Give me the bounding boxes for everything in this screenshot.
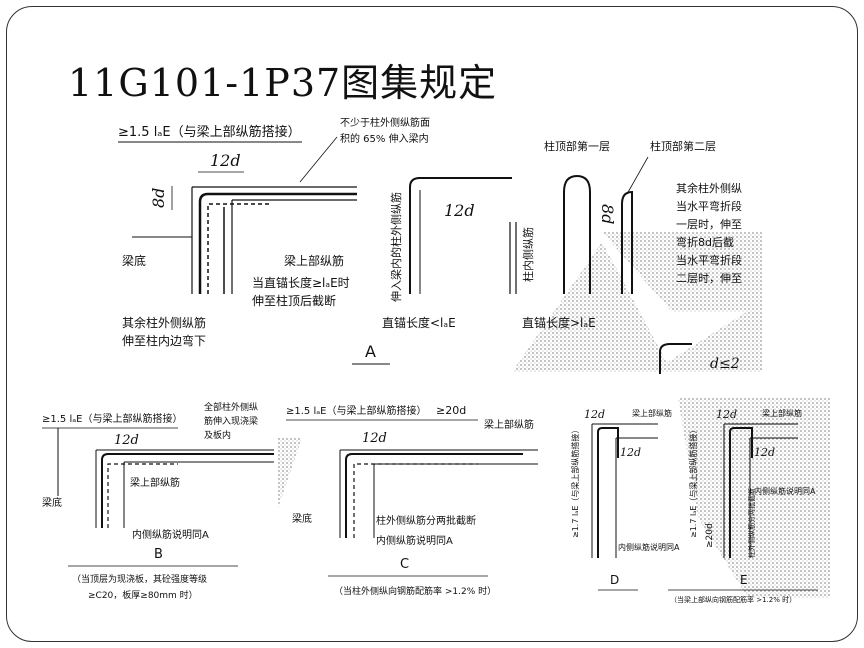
a-rebar-hook [198, 192, 357, 294]
a-col-top-first: 柱顶部第一层 [544, 139, 610, 153]
b-rebar-dash [107, 463, 178, 528]
c-top-label-2: ≥20d [436, 404, 466, 417]
a-mid-12d: 12d [444, 201, 475, 220]
a-right-note-4: 当水平弯折段 [676, 253, 742, 267]
a-straight-gt: 直锚长度>lₐE [522, 315, 596, 330]
a-d-label: d≤2 [710, 356, 740, 372]
a-col-top-second: 柱顶部第二层 [650, 139, 716, 153]
c-beam-bottom: 梁底 [292, 512, 312, 525]
d-beam-top: 梁上部纵筋 [632, 408, 672, 418]
a-note-leader [299, 136, 338, 183]
b-dim-12d: 12d [114, 433, 139, 448]
e-rebar [729, 427, 753, 558]
d-side-label: ≥1.7 lₐE（与梁上部纵筋搭接） [570, 426, 580, 538]
d-dim-12d-inner: 12d [620, 446, 641, 459]
a-right-note-0: 其余柱外侧纵 [676, 181, 742, 195]
halftone-shade [602, 232, 762, 312]
a-straight-1: 当直锚长度≥lₐE时 [252, 275, 350, 290]
halftone-shade [652, 302, 762, 372]
d-rebar [597, 427, 619, 558]
slide-title: 11G101-1P37图集规定 [68, 61, 498, 105]
c-outer: 柱外侧纵筋分两批截断 [376, 514, 476, 527]
a-right-note-1: 当水平弯折段 [676, 199, 742, 213]
d-inner: 内侧纵筋说明同A [618, 542, 680, 552]
a-mid-vert-2: 柱内侧纵筋 [521, 227, 535, 282]
a-right-note-3: 弯折8d后截 [676, 235, 734, 249]
a-straight-lt: 直锚长度<lₐE [382, 315, 456, 330]
halftone-shade [512, 242, 672, 372]
a-col-top-loop-2 [621, 190, 633, 294]
a-note-1: 不少于柱外侧纵筋面 [340, 116, 430, 129]
diagram-c: ≥1.5 lₐE（与梁上部纵筋搭接） ≥20d 12d 梁上部纵筋 梁底 柱外侧… [278, 398, 538, 606]
diagram-de: 12d 梁上部纵筋 12d ≥1.7 lₐE（与梁上部纵筋搭接） 内侧纵筋说明同… [548, 398, 830, 606]
a-mid-bar-3 [509, 222, 517, 294]
a-mid-bar-1 [409, 177, 512, 294]
halftone-shade [678, 398, 830, 598]
b-column-beam [57, 428, 274, 528]
b-beam-top: 梁上部纵筋 [130, 476, 180, 489]
b-foot-2: ≥C20，板厚≥80mm 时） [88, 589, 198, 601]
b-caption: B [154, 547, 163, 562]
d-dim-12d-top: 12d [584, 408, 605, 421]
a-right-note-5: 二层时，伸至 [676, 272, 742, 285]
e-inner: 内侧纵筋说明同A [754, 486, 816, 496]
b-inner: 内侧纵筋说明同A [132, 528, 209, 541]
a-straight-2: 伸至柱顶后截断 [252, 293, 336, 308]
c-column-beam [339, 449, 538, 538]
e-column-beam [723, 423, 798, 558]
e-dim-12d-top: 12d [716, 408, 737, 421]
b-top-label: ≥1.5 lₐE（与梁上部纵筋搭接） [42, 412, 182, 425]
c-rebar-dash [353, 463, 478, 538]
c-caption: C [400, 557, 409, 572]
c-beam-top: 梁上部纵筋 [484, 418, 534, 431]
e-dim-20d: ≥20d [705, 523, 715, 548]
a-dim-12d: 12d [210, 151, 241, 170]
a-rebar-dash [207, 203, 272, 294]
a-other-2: 伸至柱内边弯下 [122, 333, 206, 348]
b-foot-1: （当顶层为现浇板，其砼强度等级 [72, 573, 207, 585]
diagram-a: ≥1.5 lₐE（与梁上部纵筋搭接） 不少于柱外侧纵筋面 积的 65% 伸入梁内… [112, 112, 762, 374]
diagram-b: ≥1.5 lₐE（与梁上部纵筋搭接） 全部柱外侧纵 筋伸入现浇梁 及板内 12d… [38, 398, 274, 606]
a-right-corner [659, 343, 692, 374]
e-outer: 柱外侧纵筋分两批截断 [747, 488, 756, 558]
a-col-top-loop [563, 174, 591, 294]
a-note-2: 积的 65% 伸入梁内 [340, 132, 429, 145]
b-note-3: 及板内 [204, 429, 231, 441]
a-top-label: ≥1.5 lₐE（与梁上部纵筋搭接） [118, 124, 301, 140]
a-dim-8d: 8d [149, 188, 168, 208]
a-beam-bottom-label: 梁底 [122, 253, 146, 268]
c-foot: （当柱外侧纵向钢筋配筋率 >1.2% 时） [334, 585, 496, 597]
e-caption: E [740, 573, 748, 587]
d-caption: D [610, 573, 619, 587]
d-column-beam [591, 423, 658, 558]
a-right-leader [626, 156, 649, 195]
b-note-1: 全部柱外侧纵 [204, 401, 258, 413]
e-beam-top: 梁上部纵筋 [762, 408, 802, 418]
e-dim-12d-inner: 12d [754, 446, 775, 459]
a-beam-top-label: 梁上部纵筋 [284, 253, 344, 268]
c-dim-12d: 12d [362, 431, 387, 446]
e-side-label: ≥1.7 lₐE（与梁上部纵筋搭接） [688, 426, 698, 538]
halftone-shade [278, 438, 302, 508]
c-rebar [345, 453, 523, 538]
b-rebar [101, 453, 274, 528]
b-beam-bottom: 梁底 [42, 496, 62, 509]
a-caption: A [365, 342, 376, 361]
a-mid-vert-1: 伸入梁内的柱外侧纵筋 [389, 192, 403, 302]
a-other-1: 其余柱外侧纵筋 [122, 315, 206, 330]
c-top-label: ≥1.5 lₐE（与梁上部纵筋搭接） [286, 404, 426, 417]
a-right-note-2: 一层时，伸至 [676, 218, 742, 231]
e-foot: （当梁上部纵向钢筋配筋率 >1.2% 时） [670, 595, 796, 604]
c-inner: 内侧纵筋说明同A [376, 534, 453, 547]
a-column-outline [191, 186, 357, 294]
b-note-2: 筋伸入现浇梁 [204, 415, 258, 427]
a-right-8d: 8d [598, 204, 617, 224]
